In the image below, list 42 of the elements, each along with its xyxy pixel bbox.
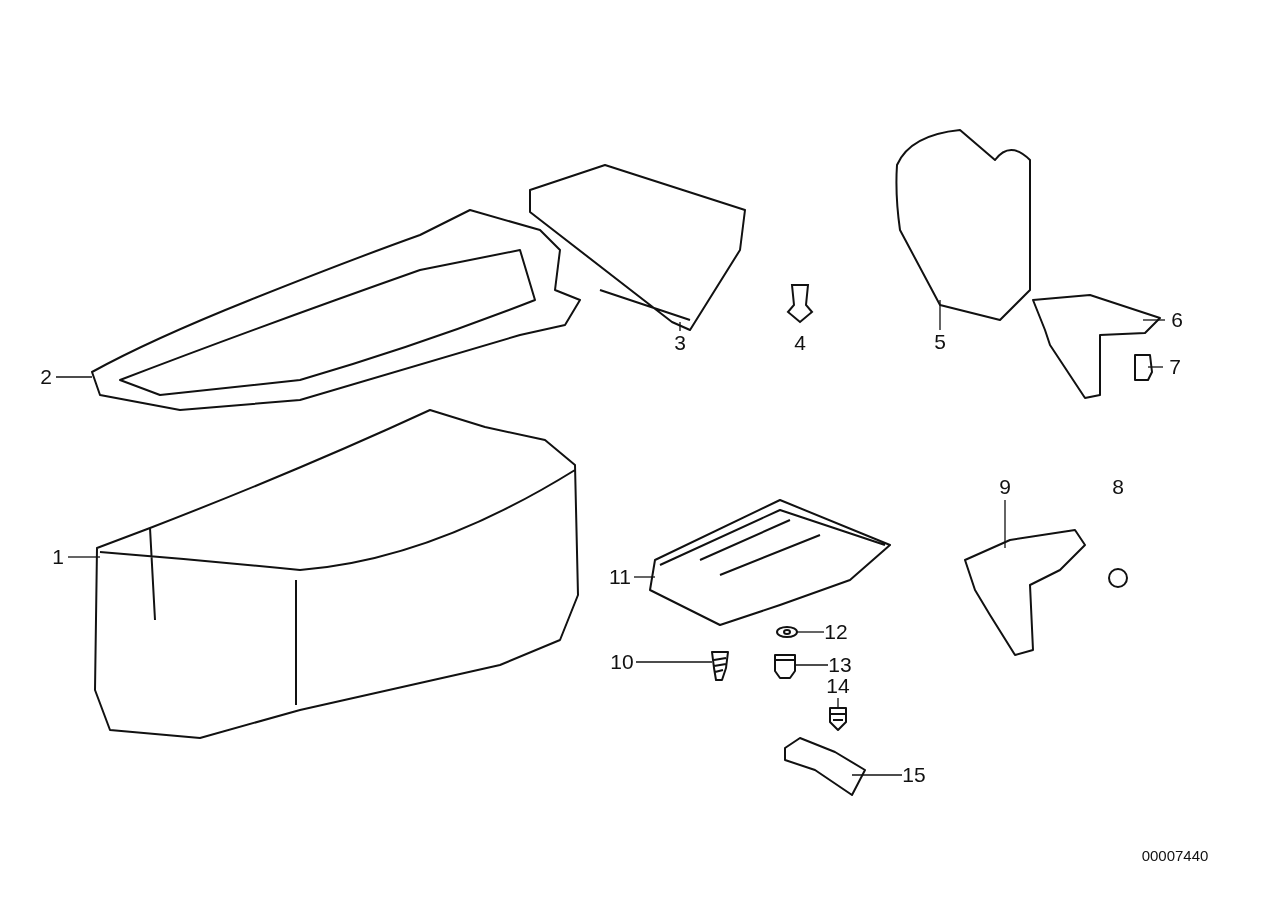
- callout-number: 14: [826, 675, 850, 697]
- callout-number: 3: [674, 332, 686, 354]
- callout-number: 4: [794, 332, 806, 354]
- leader-line: [633, 576, 656, 578]
- leader-line: [679, 321, 681, 332]
- bracket-drawing: [964, 529, 1086, 656]
- callout-number: 9: [999, 476, 1011, 498]
- callout-number: 15: [902, 764, 926, 786]
- leader-line: [837, 697, 839, 709]
- drawing-number: 00007440: [1141, 846, 1209, 866]
- battery-tray-drawing: [649, 499, 891, 626]
- callout-number: 7: [1169, 356, 1181, 378]
- leader-line: [1004, 499, 1006, 549]
- callout-number: 11: [609, 566, 631, 588]
- leader-line: [635, 661, 713, 663]
- tank-drawing: [94, 409, 579, 739]
- callout-number: 13: [828, 654, 852, 676]
- seat-drawing: [895, 129, 1031, 321]
- callout-number: 2: [40, 366, 52, 388]
- callout-number: 8: [1112, 476, 1124, 498]
- callout-number: 12: [824, 621, 848, 643]
- frame-drawing: [91, 209, 581, 411]
- washer-drawing: [776, 626, 798, 638]
- cover-drawing: [529, 164, 746, 331]
- plate-drawing: [784, 737, 866, 796]
- leader-line: [851, 774, 903, 776]
- leader-line: [67, 556, 101, 558]
- leader-line: [796, 631, 825, 633]
- callout-number: 1: [52, 546, 64, 568]
- callout-number: 5: [934, 331, 946, 353]
- bracket-drawing: [1032, 294, 1161, 399]
- screw-drawing: [711, 651, 729, 681]
- leader-line: [1142, 319, 1166, 321]
- leader-line: [794, 664, 829, 666]
- leader-line: [939, 299, 941, 331]
- leader-line: [1147, 366, 1164, 368]
- callout-number: 10: [610, 651, 634, 673]
- bushing-drawing: [774, 654, 796, 679]
- screw-drawing: [1134, 354, 1153, 381]
- callout-number: 6: [1171, 309, 1183, 331]
- leader-line: [55, 376, 93, 378]
- screw-drawing: [829, 707, 847, 731]
